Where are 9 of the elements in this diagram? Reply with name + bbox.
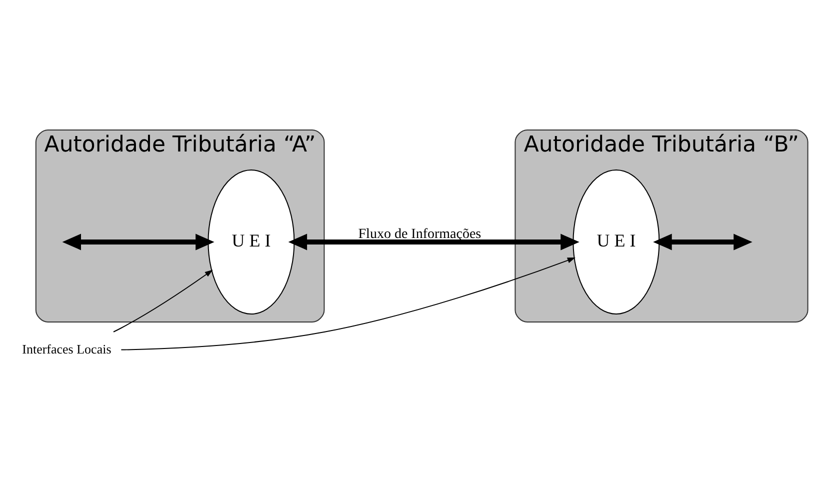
arrow [288,234,580,250]
node-ellipse: U E I [208,170,295,314]
node-text: Interfaces Locais [22,341,112,356]
arrow [120,258,576,350]
arrow [653,234,752,250]
node-ellipse: U E I [572,170,660,314]
arrow [113,270,213,332]
arrow [62,234,214,250]
edge-label: Fluxo de Informações [358,227,482,242]
